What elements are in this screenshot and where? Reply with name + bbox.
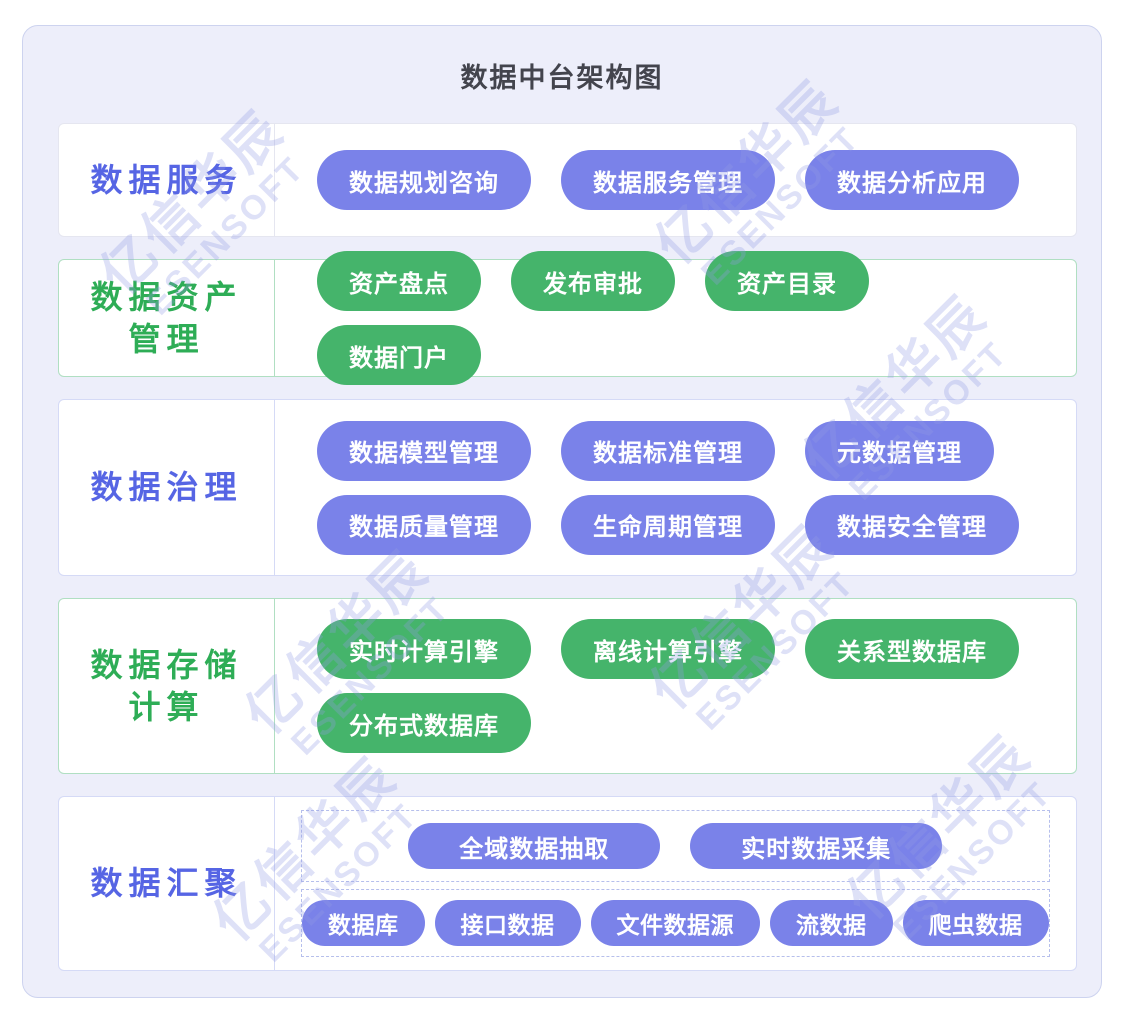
pill: 流数据 [770, 900, 893, 946]
row-data-asset-management: 数据资产管理 资产盘点 发布审批 资产目录 数据门户 [58, 251, 1077, 385]
pill: 全域数据抽取 [408, 823, 661, 869]
pill: 爬虫数据 [902, 900, 1049, 946]
row-data-storage-compute: 数据存储计算 实时计算引擎 离线计算引擎 关系型数据库 分布式数据库 [58, 598, 1077, 774]
pill: 数据模型管理 [317, 420, 531, 481]
pill: 生命周期管理 [561, 494, 775, 555]
pill: 发布审批 [511, 251, 675, 311]
row-data-aggregation: 数据汇聚 全域数据抽取 实时数据采集 数据库 接口数据 文件数据源 流数据 爬虫… [58, 796, 1077, 971]
architecture-board: 数据中台架构图 数据服务 数据规划咨询 数据服务管理 数据分析应用 数据资产管理 [22, 25, 1102, 998]
page-title: 数据中台架构图 [460, 63, 664, 93]
pill: 数据安全管理 [805, 494, 1019, 555]
pill: 文件数据源 [590, 900, 760, 946]
pill: 关系型数据库 [805, 619, 1019, 679]
pill: 数据服务管理 [561, 150, 775, 210]
rows-container: 数据服务 数据规划咨询 数据服务管理 数据分析应用 数据资产管理 资产盘点 发布… [58, 123, 1077, 971]
pill: 数据标准管理 [561, 420, 775, 481]
row-pill-area: 资产盘点 发布审批 资产目录 数据门户 [275, 251, 1076, 385]
pill: 数据质量管理 [317, 494, 531, 555]
row-label-text: 数据汇聚 [90, 865, 243, 902]
pill: 接口数据 [434, 900, 581, 946]
row-label-text: 数据服务 [90, 161, 243, 198]
row-pill-area: 数据模型管理 数据标准管理 元数据管理 数据质量管理 生命周期管理 数据安全管理 [275, 400, 1076, 575]
pill: 数据分析应用 [805, 150, 1019, 210]
pill: 元数据管理 [805, 420, 994, 481]
row-label: 数据资产管理 [59, 260, 275, 376]
dashed-group-collection: 全域数据抽取 实时数据采集 [301, 810, 1050, 882]
row-group-area: 全域数据抽取 实时数据采集 数据库 接口数据 文件数据源 流数据 爬虫数据 [275, 797, 1080, 970]
dashed-group-sources: 数据库 接口数据 文件数据源 流数据 爬虫数据 [301, 889, 1050, 957]
row-label: 数据服务 [59, 124, 275, 236]
pill: 数据规划咨询 [317, 150, 531, 210]
pill: 实时数据采集 [690, 823, 943, 869]
row-pill-area: 实时计算引擎 离线计算引擎 关系型数据库 分布式数据库 [275, 599, 1076, 773]
pill: 实时计算引擎 [317, 619, 531, 679]
pill: 资产目录 [705, 251, 869, 311]
pill: 资产盘点 [317, 251, 481, 311]
row-label-text: 数据治理 [90, 469, 243, 506]
pill: 数据门户 [317, 325, 481, 385]
row-pill-area: 数据规划咨询 数据服务管理 数据分析应用 [275, 124, 1076, 236]
pill: 分布式数据库 [317, 693, 531, 753]
row-label-text: 数据存储计算 [90, 646, 243, 725]
row-label: 数据存储计算 [59, 599, 275, 773]
row-label: 数据汇聚 [59, 797, 275, 970]
row-label-text: 数据资产管理 [90, 278, 243, 357]
pill: 数据库 [302, 900, 425, 946]
pill: 离线计算引擎 [561, 619, 775, 679]
row-label: 数据治理 [59, 400, 275, 575]
row-data-service: 数据服务 数据规划咨询 数据服务管理 数据分析应用 [58, 123, 1077, 237]
row-data-governance: 数据治理 数据模型管理 数据标准管理 元数据管理 数据质量管理 生命周期管理 数… [58, 399, 1077, 576]
